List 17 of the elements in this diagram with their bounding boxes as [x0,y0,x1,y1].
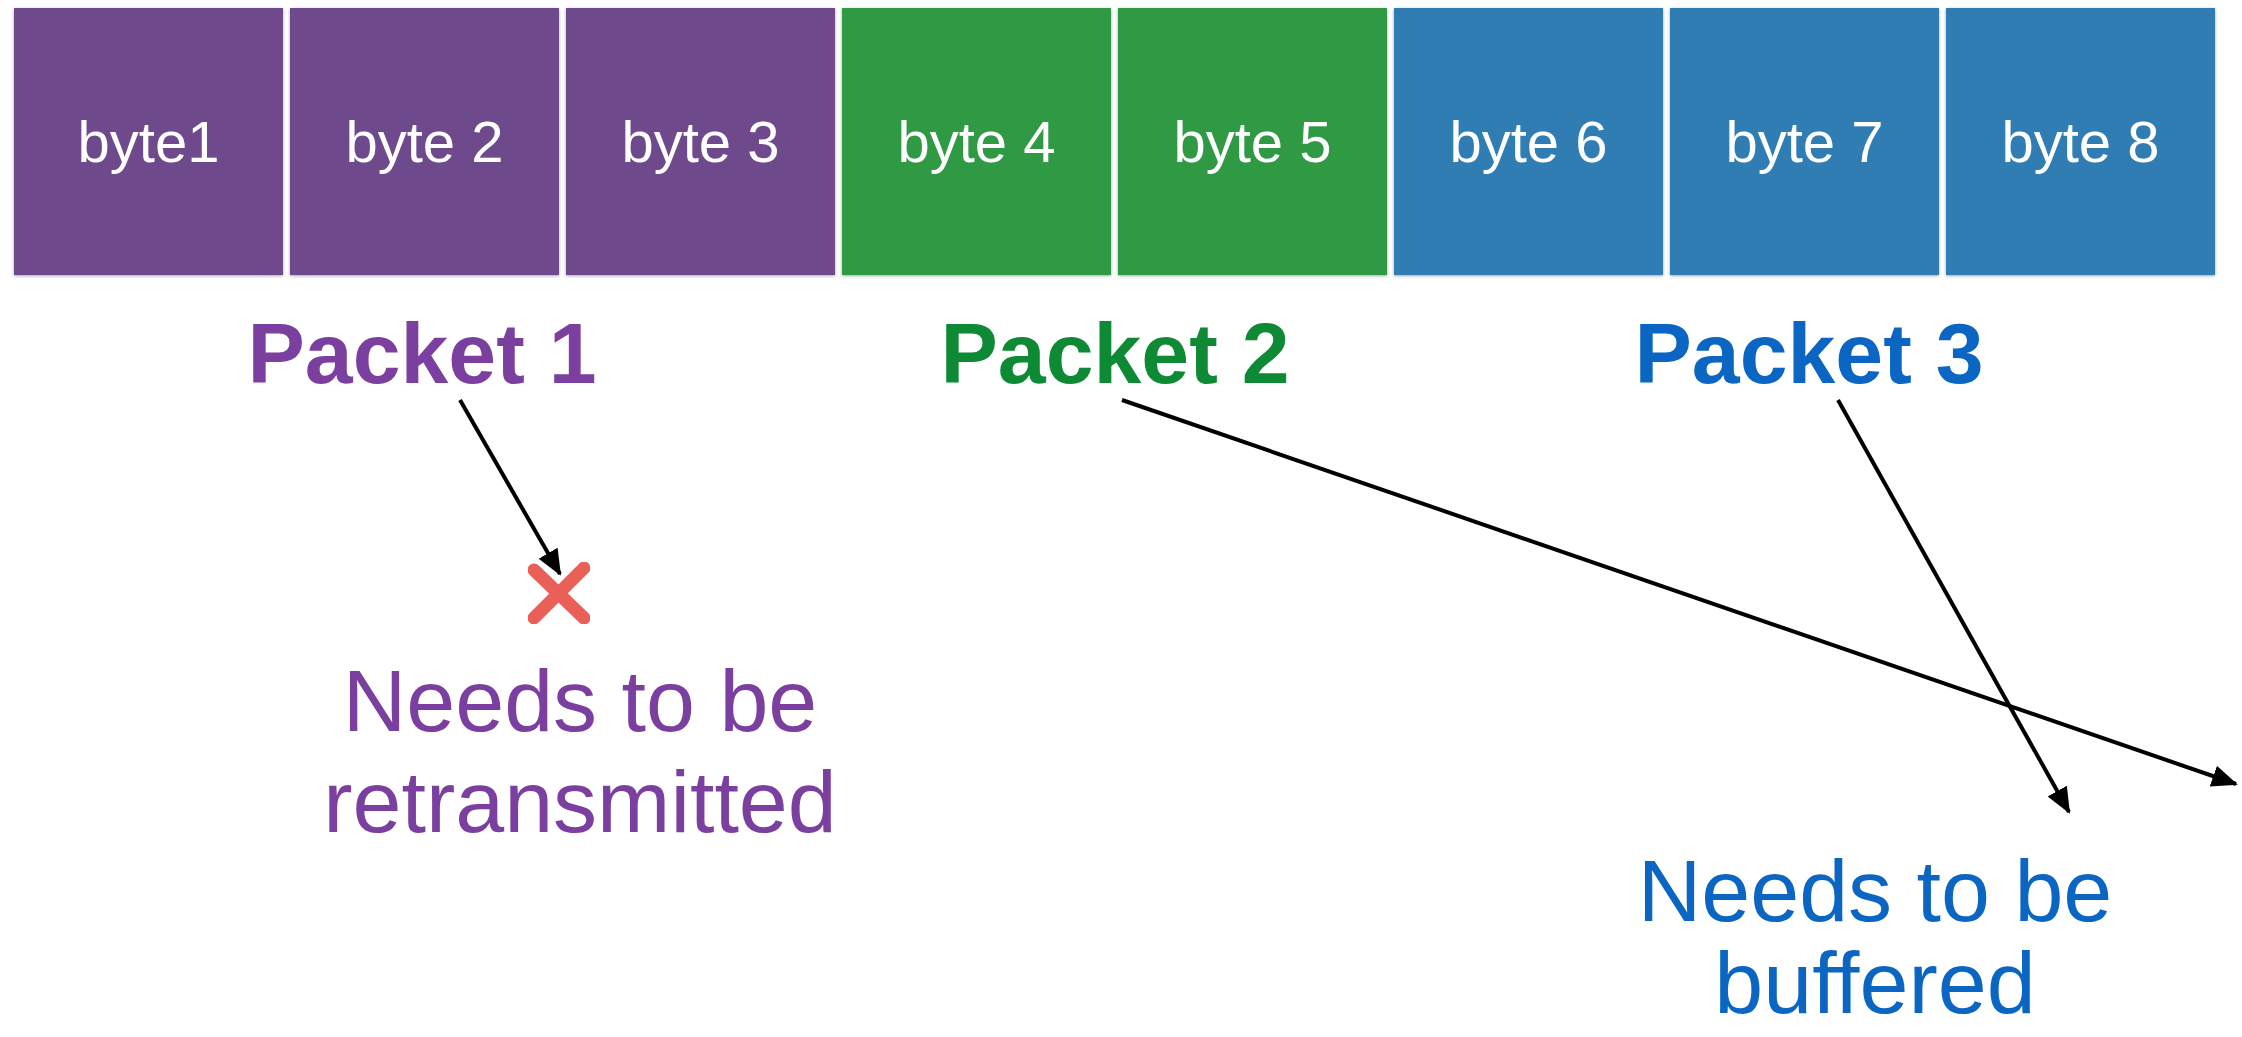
byte-block: byte 6 [1394,8,1663,275]
byte-block: byte 2 [290,8,559,275]
packet-label: Packet 3 [1589,305,2029,400]
arrow [1836,399,2071,814]
note-text: Needs to be buffered [1590,815,2160,1035]
packet-label: Packet 2 [895,305,1335,400]
arrow [458,399,562,576]
byte-block: byte 8 [1946,8,2215,275]
byte-block: byte 5 [1118,8,1387,275]
note-text: Needs to be retransmitted [260,650,900,875]
cross-mark-icon [528,562,590,624]
byte-block: byte 3 [566,8,835,275]
byte-block: byte 4 [842,8,1111,275]
byte-block: byte 7 [1670,8,1939,275]
byte-block: byte1 [14,8,283,275]
arrow [1121,398,2238,787]
packet-label: Packet 1 [202,305,642,400]
